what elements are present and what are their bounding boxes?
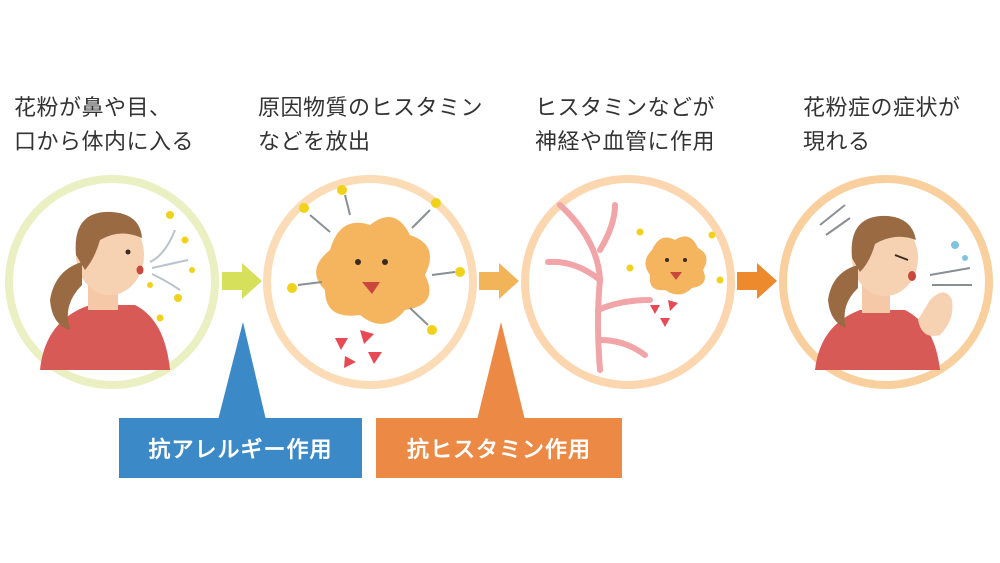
person-inhaling-pollen-illustration [5, 175, 219, 389]
antiallergy-callout: 抗アレルギー作用 [119, 418, 362, 478]
antihistamine-callout: 抗ヒスタミン作用 [376, 418, 622, 478]
person-sneezing-illustration [779, 175, 993, 389]
flow-arrow-1 [222, 263, 262, 299]
histamine-cell-illustration [263, 175, 477, 389]
flow-arrow-2 [479, 263, 519, 299]
step-label-histamine-acts: ヒスタミンなどが 神経や血管に作用 [535, 96, 716, 155]
antihistamine-pointer [477, 322, 525, 420]
step-label-histamine-release: 原因物質のヒスタミン などを放出 [258, 96, 484, 155]
flow-arrow-3 [737, 263, 777, 299]
blood-vessel-histamine-illustration [521, 175, 735, 389]
step-label-symptoms-appear: 花粉症の症状が 現れる [803, 96, 961, 155]
step-label-pollen-enters: 花粉が鼻や目、 口から体内に入る [14, 96, 195, 155]
antiallergy-pointer [218, 322, 266, 420]
